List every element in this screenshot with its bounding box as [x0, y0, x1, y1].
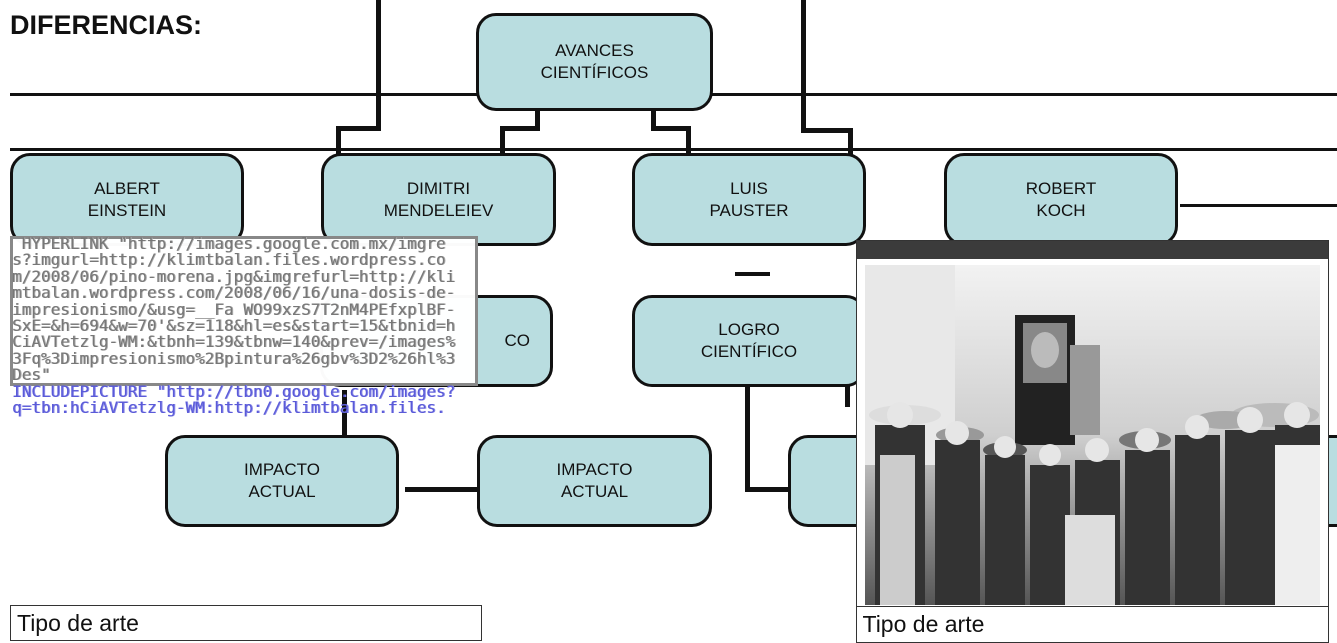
connector	[848, 128, 853, 156]
caption-right-text: Tipo de arte	[862, 611, 985, 637]
hyperlink-code-text: HYPERLINK "http://images.google.com.mx/i…	[12, 234, 456, 385]
connector	[405, 487, 480, 492]
photo-top-bar	[857, 241, 1328, 259]
caption-left: Tipo de arte	[10, 605, 482, 641]
includepicture-code-text: INCLUDEPICTURE "http://tbn0.google.com/i…	[12, 381, 456, 418]
connector-left-vertical	[376, 0, 381, 130]
writing-line-2	[10, 148, 1337, 151]
node-impacto-actual-left: IMPACTO ACTUAL	[165, 435, 399, 527]
page-title: DIFERENCIAS:	[10, 10, 203, 40]
writing-line-3	[1180, 204, 1337, 207]
connector	[651, 108, 656, 130]
node-label: CO	[504, 331, 531, 350]
connector	[500, 126, 505, 156]
connector	[801, 128, 853, 133]
connector	[735, 272, 770, 276]
node-impacto-actual: IMPACTO ACTUAL	[477, 435, 712, 527]
caption-right: Tipo de arte	[855, 606, 1329, 643]
connector-right-vertical	[801, 0, 806, 132]
node-dimitri-mendeleiev: DIMITRI MENDELEIEV	[321, 153, 556, 246]
connector	[686, 126, 691, 156]
connector	[535, 108, 540, 130]
photo-frame: Tipo de arte	[855, 240, 1329, 643]
connector	[651, 126, 691, 131]
root-node-avances-cientificos: AVANCES CIENTÍFICOS	[476, 13, 713, 111]
node-logro-cientifico: LOGRO CIENTÍFICO	[632, 295, 866, 387]
connector	[336, 126, 341, 156]
hyperlink-field-panel	[10, 236, 478, 386]
group-photo-icon	[865, 265, 1320, 605]
connector	[745, 487, 790, 492]
caption-left-text: Tipo de arte	[17, 610, 139, 636]
connector	[745, 372, 750, 492]
hyperlink-field-code: HYPERLINK "http://images.google.com.mx/i…	[12, 234, 464, 418]
connector	[845, 372, 850, 407]
node-albert-einstein: ALBERT EINSTEIN	[10, 153, 244, 246]
connector	[336, 126, 381, 131]
node-luis-pauster: LUIS PAUSTER	[632, 153, 866, 246]
connector	[500, 126, 540, 131]
node-robert-koch: ROBERT KOCH	[944, 153, 1178, 246]
